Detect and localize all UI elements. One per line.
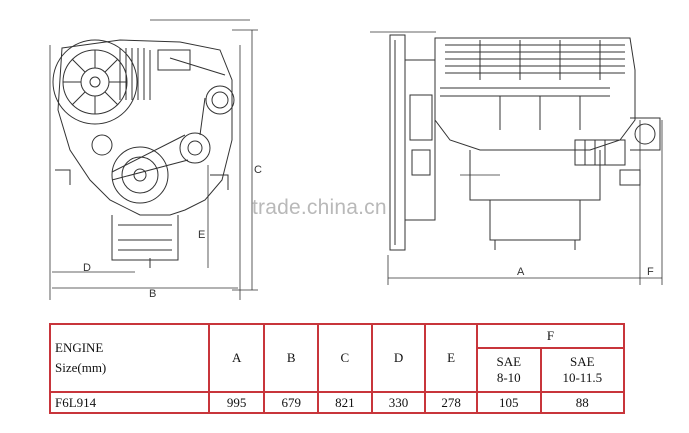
watermark-text: trade.china.cn: [252, 196, 387, 219]
cell-model: F6L914: [49, 391, 210, 414]
col-header-b: B: [263, 323, 320, 393]
side-view-dimension-lines: [370, 31, 663, 285]
cell-c: 821: [317, 391, 373, 414]
table-row: F6L914 995 679 821 330 278 105 88: [49, 391, 626, 414]
f-sub1-line1: SAE: [496, 354, 522, 369]
cell-f2: 88: [539, 391, 626, 414]
side-view-engine-outline: [389, 34, 661, 251]
cell-b: 679: [263, 391, 320, 414]
f-sub2-line1: SAE: [570, 354, 595, 369]
f-sub1-line2: 8-10: [496, 370, 521, 385]
dim-label-f: F: [647, 266, 654, 278]
cell-f1: 105: [475, 391, 542, 414]
engine-size-header: ENGINE Size(mm): [49, 323, 210, 393]
f-sub2-line2: 10-11.5: [562, 370, 603, 385]
front-view-dimension-lines: [49, 19, 258, 300]
engine-header-line2: Size(mm): [55, 360, 107, 375]
front-view-engine-outline: [52, 39, 235, 268]
dim-label-d: D: [83, 262, 91, 274]
table-header-row: ENGINE Size(mm) A B C D E F: [49, 323, 626, 393]
cell-d: 330: [370, 391, 427, 414]
f-sub-header-2: SAE 10-11.5: [539, 347, 626, 393]
engine-spec-table: ENGINE Size(mm) A B C D E F SAE 8-10 SAE…: [49, 323, 626, 414]
dim-label-e: E: [198, 229, 205, 241]
col-header-a: A: [207, 323, 266, 393]
engine-header-line1: ENGINE: [55, 340, 104, 355]
cell-e: 278: [424, 391, 478, 414]
col-header-d: D: [370, 323, 427, 393]
table-subheader-row: SAE 8-10 SAE 10-11.5: [50, 347, 626, 393]
col-header-e: E: [424, 323, 478, 393]
dim-label-c: C: [254, 164, 262, 176]
cell-a: 995: [207, 391, 266, 414]
col-header-c: C: [317, 323, 373, 393]
dim-label-a: A: [517, 266, 525, 278]
dim-label-b: B: [149, 288, 156, 300]
engine-dimension-drawing: C E D B A F: [49, 19, 663, 300]
f-sub-header-1: SAE 8-10: [475, 347, 542, 393]
col-header-f: F: [475, 323, 626, 349]
